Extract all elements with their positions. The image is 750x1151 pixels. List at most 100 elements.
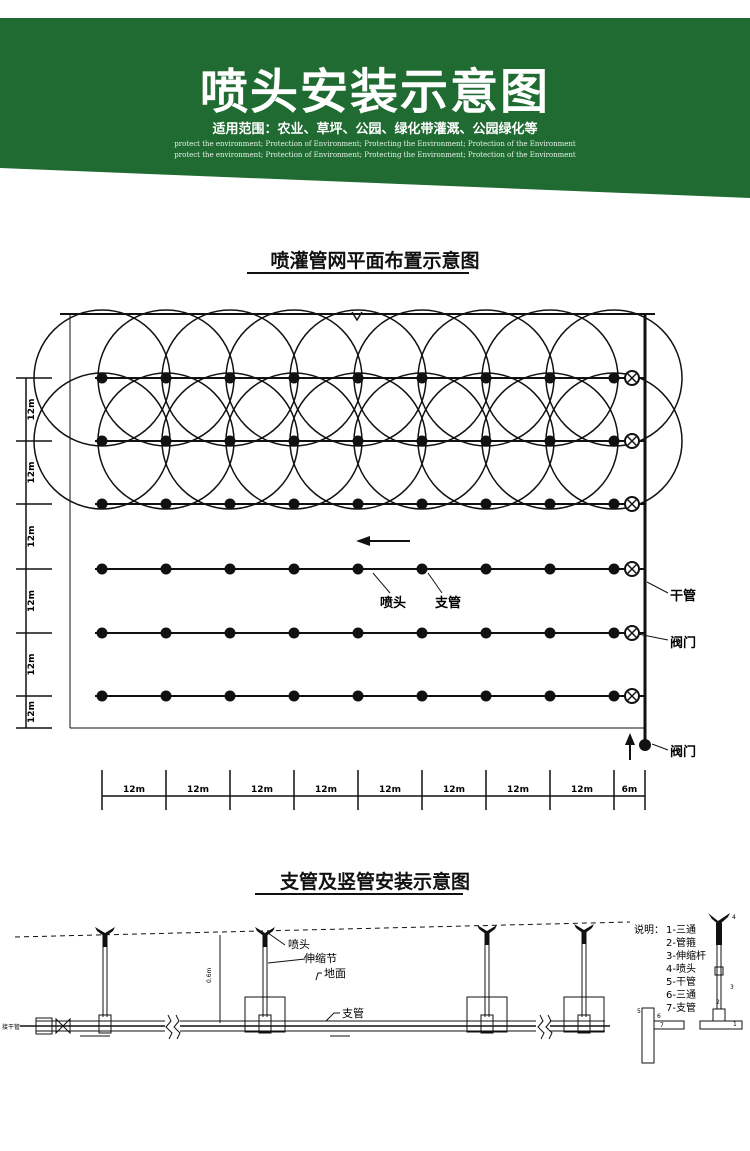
sprinkler-dot <box>160 627 172 639</box>
sprinkler-dot <box>352 372 364 384</box>
sprinkler-dot <box>608 563 620 575</box>
spray-coverage-circles <box>33 309 683 510</box>
tee-fitting <box>98 1014 112 1034</box>
valve-box <box>244 996 286 1033</box>
valve-box <box>466 996 508 1033</box>
legend-item: 1-三通 <box>666 924 696 936</box>
valve-cross <box>626 563 638 575</box>
ground-leader <box>315 972 322 981</box>
sprinkler-dot <box>480 563 492 575</box>
sprinkler-body <box>485 933 489 945</box>
sprinkler-dot <box>288 435 300 447</box>
break-mark-4 <box>545 1014 553 1040</box>
main-inlet-label: 接干管 <box>2 1023 20 1031</box>
sprinkler-dot <box>96 627 108 639</box>
sprinkler-dot <box>288 372 300 384</box>
sprinkler-dot <box>96 372 108 384</box>
valve-cross <box>626 372 638 384</box>
main-leader <box>646 581 669 594</box>
detail-number: 3 <box>730 984 734 991</box>
sprinkler-dot <box>608 498 620 510</box>
ground-label: 地面 <box>324 967 346 980</box>
sprinkler-body <box>263 935 267 947</box>
sprinkler-dot <box>352 563 364 575</box>
row-spacing-label: 12m <box>27 590 37 612</box>
detail-number: 2 <box>716 999 720 1006</box>
sprinkler-dot <box>608 690 620 702</box>
sprinkler-dot <box>160 435 172 447</box>
row-spacing-label: 12m <box>27 654 37 676</box>
sprinkler-dot <box>288 563 300 575</box>
valve-box <box>563 996 605 1033</box>
valve-cross <box>626 498 638 510</box>
spacing-label: 12m <box>315 785 337 795</box>
sprinkler-dot <box>544 498 556 510</box>
sprinkler-dot <box>608 372 620 384</box>
sprinkler-label: 喷头 <box>380 595 406 611</box>
sprinkler-body <box>582 932 586 944</box>
row-spacing-label: 12m <box>27 701 37 723</box>
sprinkler-dot <box>416 627 428 639</box>
tee-fitting <box>577 1014 591 1034</box>
branch-leader <box>427 572 443 594</box>
inlet-pipe-fitting <box>35 1017 53 1035</box>
detail-main-pipe <box>641 1007 655 1064</box>
spacing-label: 12m <box>123 785 145 795</box>
legend-item: 4-喷头 <box>666 963 696 975</box>
slogan-line-2: protect the environment; Protection of E… <box>174 151 576 159</box>
sprinkler-dot <box>480 372 492 384</box>
main-pipe-label: 干管 <box>670 588 696 604</box>
legend-title: 说明： <box>634 923 664 936</box>
valve-symbol <box>55 1017 71 1035</box>
row-spacing-label: 12m <box>27 526 37 548</box>
sprinkler-dot <box>224 627 236 639</box>
sprinkler-leader-2 <box>267 932 286 946</box>
tee-fitting <box>480 1014 494 1034</box>
spacing-label: 12m <box>379 785 401 795</box>
valve-label-1: 阀门 <box>670 635 696 651</box>
sprinkler-dot <box>160 372 172 384</box>
sprinkler-dot <box>96 563 108 575</box>
detail-sprinkler-head <box>708 913 730 925</box>
detail-sprinkler-body <box>716 923 722 945</box>
inlet-valve <box>639 739 651 751</box>
detail-coupling <box>712 1008 726 1022</box>
detail-number: 7 <box>660 1022 664 1029</box>
branch-leader-2 <box>325 1012 340 1022</box>
risers <box>95 924 605 1034</box>
sprinkler-dot <box>352 627 364 639</box>
spray-height-line <box>14 921 631 938</box>
pipe-network <box>60 311 669 760</box>
valve-leader-1 <box>637 633 669 641</box>
spacing-label: 12m <box>443 785 465 795</box>
notch-mark <box>351 311 363 322</box>
spacing-label: 12m <box>251 785 273 795</box>
telescopic-leader <box>267 958 306 964</box>
break-mark-2 <box>173 1014 181 1040</box>
row-spacing-label: 12m <box>27 462 37 484</box>
sprinkler-dot <box>352 498 364 510</box>
sprinkler-dot <box>544 563 556 575</box>
sprinkler-dot <box>416 563 428 575</box>
valve-cross <box>626 435 638 447</box>
detail-tee-left <box>653 1020 685 1030</box>
valve-label-2: 阀门 <box>670 744 696 760</box>
plan-title: 喷灌管网平面布置示意图 <box>270 250 480 272</box>
height-label: 0.6m <box>206 967 213 983</box>
detail-number: 1 <box>733 1021 737 1028</box>
sprinkler-dot <box>544 690 556 702</box>
sprinkler-dot <box>416 690 428 702</box>
install-branch-label: 支管 <box>342 1006 364 1020</box>
sprinkler-dot <box>544 627 556 639</box>
row-spacing-label: 12m <box>27 399 37 421</box>
legend-item: 2-管箍 <box>666 936 696 949</box>
sprinkler-dot <box>224 498 236 510</box>
sprinkler-dot <box>224 372 236 384</box>
sprinkler-leader <box>372 572 391 594</box>
sprinkler-dot <box>480 690 492 702</box>
break-mark-1 <box>165 1014 173 1040</box>
break-mark-3 <box>537 1014 545 1040</box>
spacing-label: 6m <box>622 785 638 795</box>
